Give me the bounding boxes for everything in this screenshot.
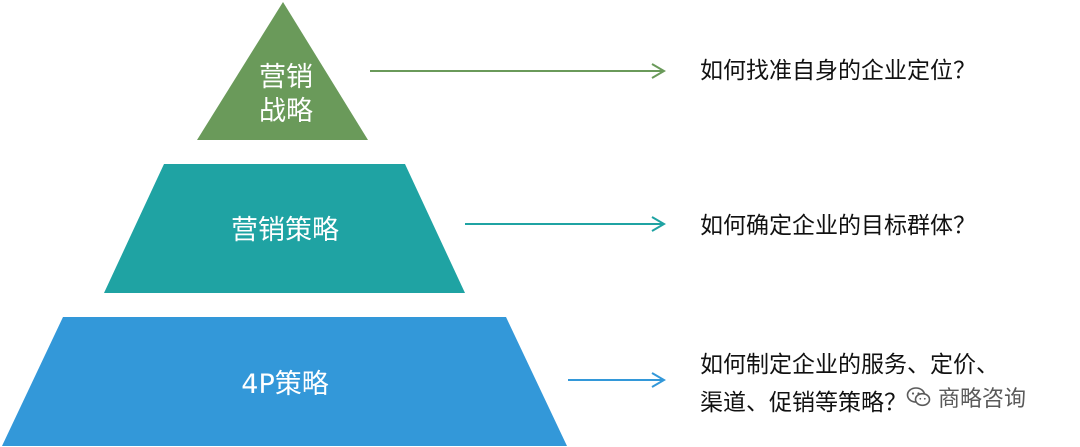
question-4p-strategies: 如何制定企业的服务、定价、 渠道、促销等策略？ xyxy=(700,346,999,422)
arrow-middle xyxy=(465,216,666,232)
pyramid-tier-bottom xyxy=(2,317,567,446)
pyramid-tier-top xyxy=(197,2,368,140)
pyramid-tier-middle xyxy=(104,164,465,293)
watermark-text: 商略咨询 xyxy=(938,387,1027,412)
tier-label-marketing-tactics: 营销策略 xyxy=(231,215,339,246)
tier-label-line1: 营销 xyxy=(259,62,313,93)
question-target-group: 如何确定企业的目标群体？ xyxy=(700,213,976,239)
tier-label-marketing-strategy: 营销 战略 xyxy=(238,61,334,129)
watermark: 商略咨询 xyxy=(900,381,1033,413)
question-4p-line2: 渠道、促销等策略？ xyxy=(700,390,907,416)
question-positioning: 如何找准自身的企业定位？ xyxy=(700,58,976,84)
question-4p-line1: 如何制定企业的服务、定价、 xyxy=(700,352,999,378)
tier-label-line2: 战略 xyxy=(259,96,313,127)
arrow-bottom xyxy=(568,372,666,388)
tier-label-4p: 4P策略 xyxy=(241,369,329,400)
wechat-icon xyxy=(906,384,932,410)
arrow-top xyxy=(370,63,666,79)
